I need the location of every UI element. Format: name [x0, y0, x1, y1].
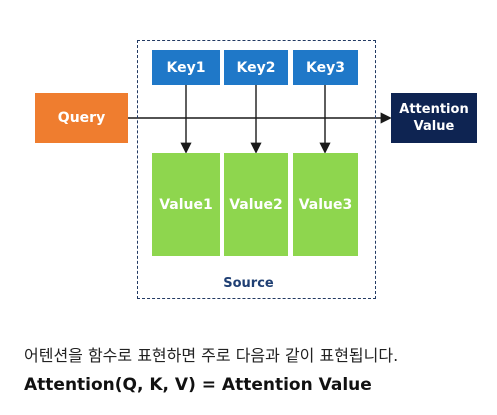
key2-label: Key2 [236, 59, 276, 76]
value3-label: Value3 [298, 196, 353, 213]
key3-label: Key3 [306, 59, 345, 76]
key1-label: Key1 [166, 59, 206, 76]
key3-box: Key3 [293, 50, 358, 85]
key2-box: Key2 [224, 50, 288, 85]
query-box: Query [35, 93, 128, 143]
value2-box: Value2 [224, 153, 288, 256]
source-frame [137, 40, 376, 299]
caption-text: 어텐션을 함수로 표현하면 주로 다음과 같이 표현됩니다. [24, 346, 399, 365]
attention-value-label: Attention Value [399, 102, 469, 134]
connector-lines [128, 85, 392, 154]
attention-value-box: Attention Value [391, 93, 477, 143]
query-label: Query [57, 110, 106, 126]
source-label: Source [223, 276, 274, 291]
attention-diagram: Query Key1 Key2 Key3 Value1 Value2 Value… [35, 40, 477, 299]
formula-text: Attention(Q, K, V) = Attention Value [24, 375, 372, 395]
key1-box: Key1 [152, 50, 220, 85]
value1-box: Value1 [152, 153, 220, 256]
value2-label: Value2 [229, 196, 283, 213]
value3-box: Value3 [293, 153, 358, 256]
value1-label: Value1 [159, 196, 213, 213]
